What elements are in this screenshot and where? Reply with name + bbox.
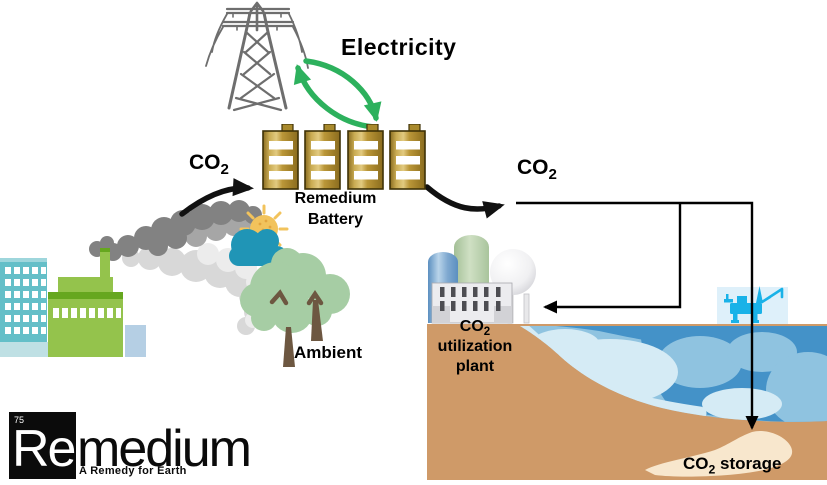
co2-base: CO — [189, 151, 221, 174]
co2-label-release: CO2 — [517, 156, 557, 182]
arrow-smoke-to-battery — [179, 178, 254, 217]
arrow-battery-to-pipeline — [424, 184, 505, 219]
battery-icon — [305, 124, 340, 189]
co2-label-capture: CO2 — [189, 151, 229, 177]
battery-icon — [263, 124, 298, 189]
pipeline-to-storage — [516, 201, 759, 430]
logo-name-suffix: medium — [77, 420, 252, 478]
plant-label-line3: plant — [455, 358, 495, 375]
remedium-battery-bank — [263, 124, 425, 189]
co2-subscript: 2 — [483, 326, 491, 339]
co2-base: CO — [517, 156, 549, 179]
ambient-label: Ambient — [294, 343, 362, 362]
electricity-exchange-arrows — [293, 58, 382, 130]
co2-storage-reservoir — [645, 430, 793, 477]
battery-icon — [390, 124, 425, 189]
logo-tagline: A Remedy for Earth — [79, 465, 187, 477]
factory-icon — [0, 248, 146, 357]
utilization-plant-icon — [428, 235, 536, 324]
plant-label-line1: CO2 — [425, 317, 525, 339]
plant-label-line2: utilization — [437, 338, 513, 355]
transmission-tower-icon — [205, 1, 309, 112]
co2-storage-label: CO2 storage — [683, 454, 782, 477]
ocean-cross-section — [427, 324, 827, 480]
co2-base: CO — [683, 454, 709, 473]
battery-icon — [348, 124, 383, 189]
co2-subscript: 2 — [708, 462, 716, 477]
battery-label-line2: Battery — [307, 211, 364, 228]
logo-element-box — [9, 412, 76, 479]
co2-base: CO — [459, 318, 484, 335]
electricity-label: Electricity — [341, 34, 457, 60]
battery-label-line1: Remedium — [294, 190, 377, 207]
co2-subscript: 2 — [548, 166, 557, 184]
logo-atomic-number: 75 — [14, 415, 25, 425]
pipeline-to-plant — [543, 203, 682, 314]
co2-flow-arrows — [179, 178, 505, 219]
utilization-plant-label: CO2 utilization plant — [425, 317, 525, 377]
remedium-battery-label: Remedium Battery — [278, 188, 393, 230]
pipeline-lines — [516, 201, 759, 430]
trees-icon — [240, 248, 350, 367]
co2-subscript: 2 — [220, 161, 229, 179]
storage-word: storage — [715, 454, 782, 473]
logo-element-symbol: Re — [12, 420, 77, 478]
